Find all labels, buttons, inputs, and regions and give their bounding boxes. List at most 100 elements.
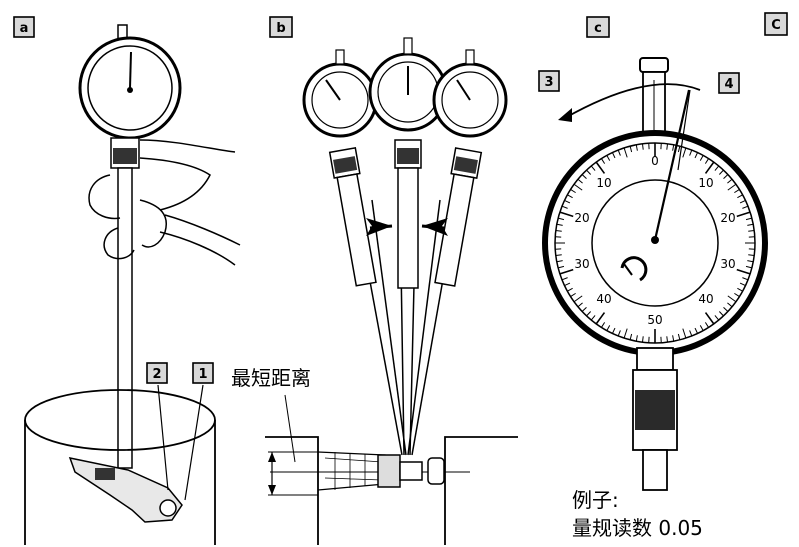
gauge-b-left: [328, 147, 377, 287]
dial-tick: [747, 260, 754, 263]
dial-tick: [600, 158, 606, 164]
dial-tick: [590, 315, 596, 321]
dial-tick: [564, 199, 571, 204]
dial-tick: [704, 312, 715, 325]
dial-tick: [727, 183, 737, 191]
dial-tick: [641, 143, 644, 150]
dial-tick: [727, 178, 733, 184]
dial-tick: [641, 336, 644, 343]
dial-tick: [714, 165, 720, 171]
example-label-line2: 量规读数 0.05: [572, 516, 703, 540]
dial-tick: [623, 328, 628, 339]
callout-3: 3: [538, 70, 560, 92]
panel-tag-b: b: [269, 16, 293, 38]
dial-tick: [561, 277, 568, 281]
probe-head-b: [377, 454, 401, 488]
dial-tick: [689, 149, 693, 156]
bore-wall-right: [444, 436, 518, 545]
dial-tick: [590, 165, 596, 171]
dial-num-50: 50: [647, 313, 662, 327]
gauge-a-rod: [117, 167, 133, 469]
dial-tick: [727, 302, 733, 308]
bore-wall-left: [265, 436, 319, 545]
example-label-line1: 例子:: [572, 488, 619, 512]
dial-tick: [714, 315, 720, 321]
callout-1: 1: [192, 362, 214, 384]
dial-stem-cap: [639, 57, 669, 73]
shortest-distance-leader: [284, 394, 296, 463]
dial-tick: [635, 335, 638, 342]
panel-tag-c: c: [586, 16, 610, 38]
dial-tick: [734, 292, 740, 298]
dial-tick: [558, 217, 565, 221]
dial-tick: [704, 161, 715, 174]
dial-tick: [682, 147, 687, 158]
dial-tick: [561, 205, 568, 209]
dial-tick: [704, 322, 710, 328]
callout-2: 2: [146, 362, 168, 384]
dial-tick: [606, 325, 611, 331]
dial-tick: [666, 143, 669, 150]
dial-tick: [586, 311, 592, 317]
dial-tick: [677, 146, 681, 153]
dial-tick: [737, 194, 743, 199]
dial-tick: [635, 144, 638, 151]
dial-tick: [723, 174, 729, 180]
panel-c-illustration: 0 10 20 30 40 10 20 30 40 50: [542, 57, 768, 491]
hand: [88, 139, 241, 266]
dial-tick: [694, 327, 699, 334]
panel-tag-c-label: c: [594, 21, 602, 36]
rotation-arc: [564, 83, 701, 119]
dial-tick: [745, 217, 752, 221]
dial-tick: [581, 174, 587, 180]
gauge-b-right-needle: [456, 79, 471, 101]
dial-tick: [577, 178, 583, 184]
callout-4: 4: [718, 72, 740, 94]
dial-tick: [595, 161, 606, 174]
dial-tick: [559, 268, 574, 275]
dial-tick: [556, 223, 563, 226]
dial-num-right-30: 30: [720, 257, 735, 271]
panel-tag-b-label: b: [276, 21, 285, 36]
gauge-b-center: [394, 139, 422, 289]
dial-tick: [611, 152, 616, 159]
dial-tick: [699, 325, 704, 331]
dial-tick: [718, 311, 724, 317]
callout-4-leader: [677, 89, 691, 171]
dial-tick: [723, 306, 729, 312]
dial-tick: [567, 287, 573, 292]
dial-tick: [666, 336, 669, 343]
dial-tick: [737, 287, 743, 292]
dial-tick: [556, 260, 563, 263]
dial-tick: [581, 306, 587, 312]
dial-tick: [586, 169, 592, 175]
dial-ticks: [555, 143, 755, 343]
dial-num-left-20: 20: [574, 211, 589, 225]
dimension-arrow-up-icon: [268, 452, 276, 462]
dial-tick: [734, 188, 740, 194]
dial-tick: [736, 268, 751, 275]
dial-tick: [573, 295, 583, 303]
dial-num-right-20: 20: [720, 211, 735, 225]
shortest-distance-label: 最短距离: [231, 366, 311, 390]
callout-2-leader: [157, 384, 169, 491]
dial-tick: [629, 333, 633, 340]
dial-tick: [570, 188, 576, 194]
dial-tick: [699, 155, 704, 161]
panel-tag-a: a: [13, 16, 35, 38]
dial-tick: [577, 302, 583, 308]
dial-tick: [727, 295, 737, 303]
dial-tick: [617, 330, 621, 337]
dial-tick: [739, 282, 746, 287]
dimension-arrow-down-icon: [268, 485, 276, 495]
callout-3-label: 3: [544, 75, 553, 90]
dial-tick: [704, 158, 710, 164]
dial-tick: [747, 223, 754, 226]
dial-knurl: [635, 390, 675, 430]
dial-tick: [617, 149, 621, 156]
dial-tick: [600, 322, 606, 328]
dial-tick: [672, 335, 675, 342]
dial-tick: [555, 229, 562, 232]
dial-num-left-40: 40: [596, 292, 611, 306]
